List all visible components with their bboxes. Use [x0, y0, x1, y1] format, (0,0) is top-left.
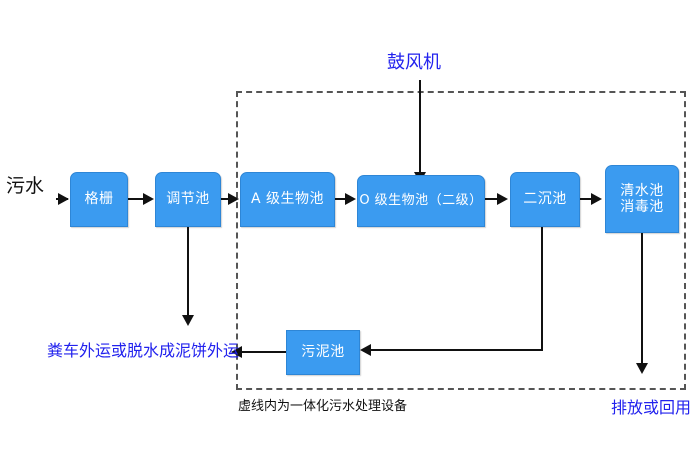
box-grille[interactable]: 格栅: [70, 172, 128, 227]
sludge-disposal-label: 粪车外运或脱水成泥饼外运: [47, 341, 240, 360]
sludge-to-disposal-arrowhead: [231, 346, 242, 358]
ostage-to-clarifier-arrowhead: [497, 193, 508, 205]
effluent-label: 排放或回用: [611, 398, 692, 417]
equalization-sludge-drop-line: [187, 227, 189, 317]
box-clearwater-label-line2: 消毒池: [620, 199, 664, 215]
box-clarifier-label: 二沉池: [523, 191, 567, 208]
box-equalization[interactable]: 调节池: [155, 172, 221, 227]
clarifier-sludge-return-arrowhead: [360, 344, 371, 356]
box-o-stage-label: O 级生物池（二级）: [359, 192, 483, 208]
box-equalization-label: 调节池: [166, 191, 210, 208]
clarifier-sludge-return-vline: [541, 227, 543, 351]
blower-feed-line: [419, 80, 421, 175]
clarifier-to-clearwater-line: [580, 198, 596, 200]
clarifier-sludge-return-hline: [369, 349, 543, 351]
inlet-label: 污水: [6, 175, 45, 197]
integrated-equipment-boundary: [236, 91, 686, 390]
equalization-to-astage-arrowhead: [228, 193, 239, 205]
astage-to-ostage-line: [335, 198, 350, 200]
sludge-to-disposal-line: [240, 351, 286, 353]
equalization-sludge-drop-arrowhead: [182, 315, 194, 326]
clearwater-effluent-arrowhead: [636, 363, 648, 374]
blower-label: 鼓风机: [387, 52, 441, 73]
box-sludge[interactable]: 污泥池: [286, 330, 360, 375]
grille-to-equalization-line: [128, 198, 144, 200]
ostage-to-clarifier-line: [485, 198, 503, 200]
box-clearwater-label-line1: 清水池: [620, 182, 664, 199]
clearwater-effluent-line: [641, 233, 643, 366]
box-a-stage[interactable]: A 级生物池: [240, 172, 335, 227]
clarifier-to-clearwater-arrowhead: [591, 193, 602, 205]
equalization-to-astage-line: [221, 198, 233, 200]
box-grille-label: 格栅: [84, 191, 114, 208]
box-a-stage-label: A 级生物池: [250, 191, 325, 208]
box-sludge-label: 污泥池: [301, 344, 345, 361]
grille-to-equalization-arrowhead: [143, 193, 154, 205]
inlet-to-grille-arrowhead: [58, 193, 69, 205]
astage-to-ostage-arrowhead: [345, 193, 356, 205]
box-o-stage[interactable]: O 级生物池（二级）: [357, 175, 485, 227]
equipment-caption: 虚线内为一体化污水处理设备: [238, 399, 408, 414]
box-clarifier[interactable]: 二沉池: [510, 172, 580, 227]
box-clearwater[interactable]: 清水池 消毒池: [605, 165, 679, 233]
